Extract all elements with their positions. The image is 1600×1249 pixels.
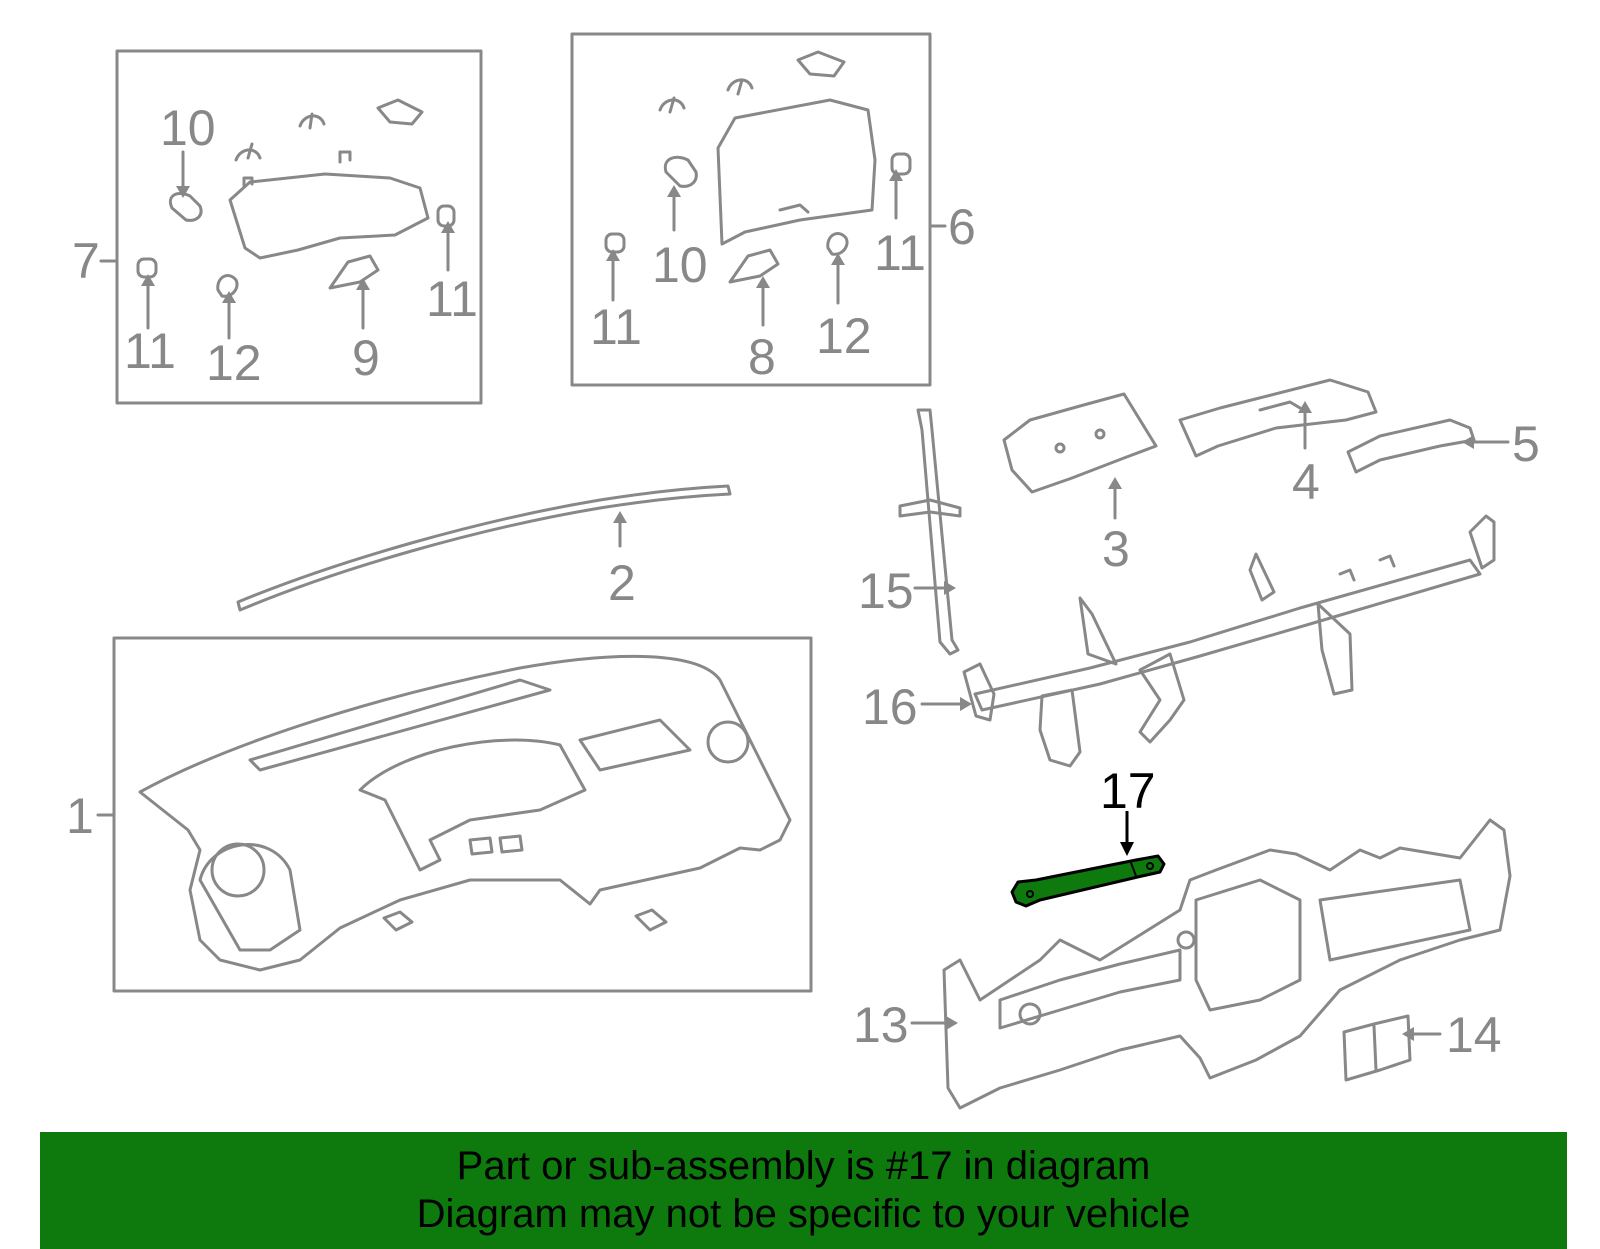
callout-11d: 11 — [874, 225, 926, 281]
callout-7: 7 — [72, 233, 100, 289]
callout-6: 6 — [948, 199, 976, 255]
part-duct-3 — [1002, 392, 1158, 494]
part-brace-17[interactable] — [1010, 854, 1166, 908]
part-brace-15 — [916, 408, 960, 656]
callout-4: 4 — [1292, 454, 1320, 510]
part-duct-5 — [1346, 418, 1476, 474]
part-panel-9-group — [228, 172, 430, 260]
callout-9: 9 — [352, 330, 380, 386]
callout-12b: 12 — [816, 308, 872, 364]
group-box-1 — [112, 636, 813, 993]
callout-15: 15 — [858, 563, 914, 619]
group-box-6 — [570, 32, 932, 387]
callout-13: 13 — [853, 997, 909, 1053]
part-reinforcement-16 — [973, 558, 1482, 712]
part-clip-10-right — [663, 155, 698, 188]
part-bracket-14 — [1342, 1014, 1412, 1082]
part-duct-4 — [1178, 378, 1378, 458]
callout-8: 8 — [748, 329, 776, 385]
callout-11a: 11 — [124, 323, 176, 379]
part-clip-10-left — [169, 192, 203, 222]
caption-banner: Part or sub-assembly is #17 in diagram D… — [40, 1132, 1567, 1249]
part-instrument-panel-1 — [138, 654, 792, 972]
callout-11c: 11 — [590, 299, 642, 355]
callout-5: 5 — [1512, 416, 1540, 472]
part-panel-8-group — [716, 98, 877, 246]
callout-10a: 10 — [160, 100, 216, 156]
callout-1: 1 — [66, 788, 94, 844]
group-box-7 — [115, 49, 483, 405]
part-molding-2 — [236, 484, 732, 612]
callout-17: 17 — [1100, 763, 1156, 819]
callout-3: 3 — [1102, 521, 1130, 577]
callout-14: 14 — [1446, 1007, 1502, 1063]
callout-11b: 11 — [426, 271, 478, 327]
callout-16: 16 — [862, 679, 918, 735]
callout-2: 2 — [608, 555, 636, 611]
caption-line-1: Part or sub-assembly is #17 in diagram — [456, 1144, 1151, 1188]
caption-line-2: Diagram may not be specific to your vehi… — [416, 1192, 1191, 1236]
part-frame-13 — [942, 818, 1512, 1110]
callout-12a: 12 — [206, 335, 262, 391]
part-17-highlighted[interactable] — [1010, 811, 1166, 908]
callout-10b: 10 — [652, 237, 708, 293]
